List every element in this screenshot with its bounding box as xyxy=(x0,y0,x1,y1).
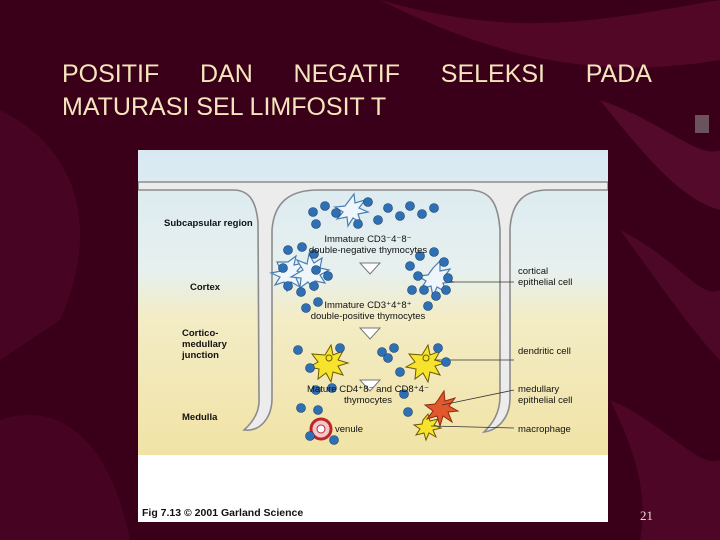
label-mature-line-1: Mature CD4⁺8⁻ and CD8⁺4⁻ xyxy=(288,384,448,395)
label-medullary-epithelial-cell: medullary epithelial cell xyxy=(518,384,578,406)
title-word-5: PADA xyxy=(586,58,652,91)
slide-title: POSITIF DAN NEGATIF SELEKSI PADA MATURAS… xyxy=(62,58,652,124)
label-immature-dp-line-2: double-positive thymocytes xyxy=(288,311,448,322)
title-word-2: DAN xyxy=(200,58,253,91)
title-word-4: SELEKSI xyxy=(441,58,545,91)
label-immature-dn-line-1: Immature CD3⁻4⁻8⁻ xyxy=(288,234,448,245)
title-line-1: POSITIF DAN NEGATIF SELEKSI PADA xyxy=(62,58,652,91)
label-corticomedullary-junction: Cortico-medullary junction xyxy=(182,328,242,361)
figure-caption: Fig 7.13 © 2001 Garland Science xyxy=(142,507,303,519)
title-word-1: POSITIF xyxy=(62,58,159,91)
label-immature-double-positive: Immature CD3⁺4⁺8⁺ double-positive thymoc… xyxy=(288,300,448,322)
label-cortex: Cortex xyxy=(190,282,220,293)
label-medulla: Medulla xyxy=(182,412,217,423)
label-immature-dn-line-2: double-negative thymocytes xyxy=(288,245,448,256)
title-line-2: MATURASI SEL LIMFOSIT T xyxy=(62,91,652,124)
title-word-3: NEGATIF xyxy=(294,58,400,91)
label-subcapsular-region: Subcapsular region xyxy=(164,218,253,229)
label-dendritic-cell: dendritic cell xyxy=(518,346,574,357)
label-mature-thymocytes: Mature CD4⁺8⁻ and CD8⁺4⁻ thymocytes xyxy=(288,384,448,406)
label-immature-double-negative: Immature CD3⁻4⁻8⁻ double-negative thymoc… xyxy=(288,234,448,256)
label-venule: venule xyxy=(335,424,363,435)
label-cortical-epithelial-cell: cortical epithelial cell xyxy=(518,266,578,288)
label-macrophage: macrophage xyxy=(518,424,571,435)
thymus-diagram: Subcapsular region Cortex Cortico-medull… xyxy=(138,150,608,522)
label-mature-line-2: thymocytes xyxy=(288,395,448,406)
page-number: 21 xyxy=(640,508,653,524)
label-immature-dp-line-1: Immature CD3⁺4⁺8⁺ xyxy=(288,300,448,311)
